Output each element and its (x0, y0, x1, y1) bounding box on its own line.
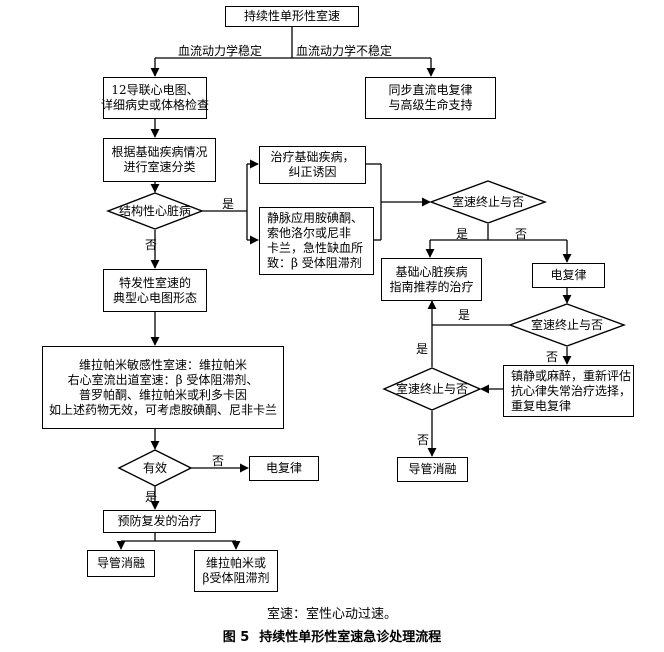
yes-label-structural: 是 (222, 197, 235, 211)
verapamil-line-2: 右心室流出道室速：β 受体阻滞剂、 (67, 372, 259, 387)
verapamil-or-beta-blocker-box: 维拉帕米或 β受体阻滞剂 (194, 550, 278, 592)
figure-caption: 图 5 持续性单形性室速急诊处理流程 (0, 626, 664, 645)
yes-label-terminated-3: 是 (416, 342, 429, 356)
sync-line-1: 同步直流电复律 (388, 83, 473, 97)
ecg-line-1: 12导联心电图、 (111, 83, 199, 97)
effective-label: 有效 (142, 461, 167, 475)
iv-line-3: 卡兰，急性缺血所 (267, 241, 364, 255)
ecg-history-exam-box: 12导联心电图、 详细病史或体格检查 (101, 77, 210, 119)
yes-label-terminated-2: 是 (458, 308, 471, 322)
catheter-ablation-box-left: 导管消融 (87, 550, 155, 577)
treat-line-1: 治疗基础疾病， (270, 150, 355, 164)
sedation-line-2: 抗心律失常治疗选择， (511, 383, 632, 398)
classify-vt-box: 根据基础疾病情况 进行室速分类 (103, 138, 216, 182)
no-label-structural: 否 (145, 238, 158, 252)
classify-line-2: 进行室速分类 (123, 160, 196, 174)
prevent-label: 预防复发的治疗 (117, 514, 202, 528)
vt-terminated-label-3: 室速终止与否 (395, 382, 468, 396)
verapamil-line-1: 维拉帕米敏感性室速：维拉帕米 (78, 357, 247, 372)
cardioversion-box-right: 电复律 (532, 263, 605, 288)
idiopathic-line-1: 特发性室速的 (118, 275, 191, 290)
structural-hd-label: 结构性心脏病 (118, 204, 191, 218)
vt-terminated-label-1: 室速终止与否 (451, 195, 524, 209)
cardioversion-label-right: 电复律 (550, 268, 587, 282)
verapamil-line-4: 如上述药物无效，可考虑胺碘酮、尼非卡兰 (48, 402, 277, 417)
start-node: 持续性单形性室速 (225, 6, 359, 27)
vt-terminated-diamond-2 (507, 303, 627, 347)
start-label: 持续性单形性室速 (243, 9, 340, 23)
no-label-terminated-1: 否 (515, 227, 528, 241)
guideline-line-2: 指南推荐的治疗 (389, 279, 474, 294)
catheter-ablation-label-left: 导管消融 (96, 556, 145, 570)
guideline-line-1: 基础心脏疾病 (395, 264, 468, 279)
structural-heart-disease-diamond (106, 192, 204, 230)
sedation-line-1: 镇静或麻醉，重新评估 (511, 368, 632, 383)
vt-terminated-label-2: 室速终止与否 (530, 318, 603, 332)
catheter-ablation-label-right: 导管消融 (408, 462, 457, 476)
sync-cardioversion-box: 同步直流电复律 与高级生命支持 (365, 77, 496, 119)
ecg-line-2: 详细病史或体格检查 (101, 98, 210, 112)
sync-line-2: 与高级生命支持 (388, 98, 473, 112)
sedation-reassess-box: 镇静或麻醉，重新评估 抗心律失常治疗选择， 重复电复律 (503, 365, 634, 417)
iv-drugs-box: 静脉应用胺碘酮、 索他洛尔或尼非 卡兰，急性缺血所 致：β 受体阻滞剂 (259, 207, 374, 275)
classify-line-1: 根据基础疾病情况 (111, 145, 208, 159)
treat-underlying-box: 治疗基础疾病， 纠正诱因 (259, 146, 366, 184)
vb-line-1: 维拉帕米或 (205, 556, 266, 570)
vt-terminated-diamond-1 (428, 180, 548, 224)
yes-label-terminated-1: 是 (456, 227, 469, 241)
effective-diamond (117, 449, 193, 487)
figure-title: 持续性单形性室速急诊处理流程 (259, 630, 442, 645)
sedation-line-3: 重复电复律 (511, 398, 572, 413)
verapamil-line-3: 普罗帕酮、维拉帕米或利多卡因 (78, 387, 247, 402)
cardioversion-label-left: 电复律 (265, 461, 302, 475)
no-label-terminated-2: 否 (546, 350, 559, 364)
guideline-treatment-box: 基础心脏疾病 指南推荐的治疗 (381, 258, 482, 301)
catheter-ablation-box-right: 导管消融 (397, 457, 468, 482)
abbreviation-note: 室速：室性心动过速。 (266, 607, 397, 622)
no-label-effective: 否 (212, 454, 225, 468)
prevent-recurrence-box: 预防复发的治疗 (103, 510, 216, 533)
hemodynamic-unstable-label: 血流动力学不稳定 (296, 44, 393, 58)
vt-terminated-diamond-3 (382, 367, 482, 411)
idiopathic-ecg-box: 特发性室速的 典型心电图形态 (103, 269, 207, 312)
iv-line-1: 静脉应用胺碘酮、 (267, 211, 364, 225)
treat-line-2: 纠正诱因 (288, 165, 337, 179)
idiopathic-line-2: 典型心电图形态 (112, 290, 197, 305)
iv-line-4: 致：β 受体阻滞剂 (267, 256, 362, 270)
verapamil-sensitive-box: 维拉帕米敏感性室速：维拉帕米 右心室流出道室速：β 受体阻滞剂、 普罗帕酮、维拉… (42, 346, 284, 429)
vb-line-2: β受体阻滞剂 (202, 571, 270, 585)
hemodynamic-stable-label: 血流动力学稳定 (178, 44, 263, 58)
figure-number: 图 5 (222, 630, 250, 645)
yes-label-effective: 是 (145, 490, 158, 504)
no-label-terminated-3: 否 (417, 433, 430, 447)
cardioversion-box-left: 电复律 (249, 456, 319, 481)
iv-line-2: 索他洛尔或尼非 (267, 226, 352, 240)
